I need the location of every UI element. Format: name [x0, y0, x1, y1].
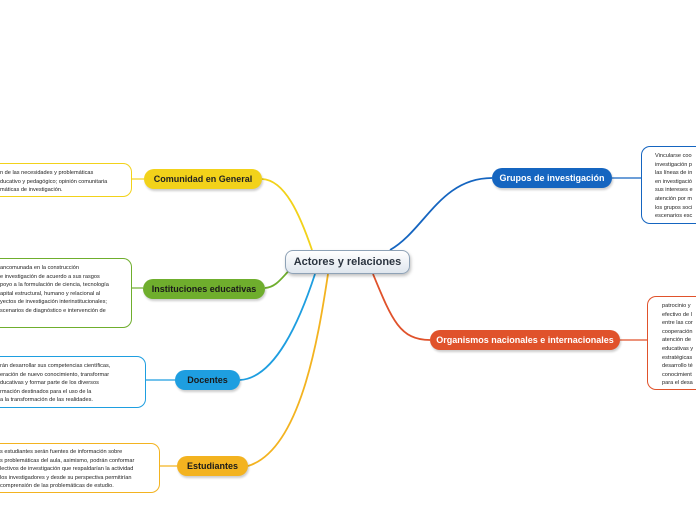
central-topic-label: Actores y relaciones [293, 256, 402, 268]
topic-estudiantes[interactable]: Estudiantes [177, 456, 248, 476]
note-grupos: Vincularse coo investigación p las línea… [641, 146, 696, 224]
branch-line-docentes [239, 273, 316, 381]
branch-line-comunidad [261, 178, 313, 251]
note-comunidad: n de las necesidades y problemáticas duc… [0, 163, 132, 197]
topic-instituciones-educativas[interactable]: Instituciones educativas [143, 279, 265, 299]
topic-label: Instituciones educativas [151, 284, 257, 294]
topic-label: Estudiantes [186, 461, 238, 471]
note-docentes: rán desarrollar sus competencias científ… [0, 356, 146, 408]
topic-label: Organismos nacionales e internacionales [436, 335, 614, 345]
branch-line-estudiantes [247, 273, 329, 467]
branch-line-grupos [389, 177, 493, 251]
topic-grupos-investigacion[interactable]: Grupos de investigación [492, 168, 612, 188]
topic-label: Docentes [187, 375, 228, 385]
note-instituciones: ancomunada en la construcción e investig… [0, 258, 132, 328]
topic-label: Comunidad en General [153, 174, 253, 184]
branch-line-organismos [372, 273, 431, 341]
topic-label: Grupos de investigación [499, 173, 605, 183]
note-organismos: patrocinio y efectivo de l entre las cor… [647, 296, 696, 390]
topic-docentes[interactable]: Docentes [175, 370, 240, 390]
topic-organismos[interactable]: Organismos nacionales e internacionales [430, 330, 620, 350]
topic-comunidad-general[interactable]: Comunidad en General [144, 169, 262, 189]
note-estudiantes: s estudiantes serán fuentes de informaci… [0, 443, 160, 493]
central-topic[interactable]: Actores y relaciones [285, 250, 410, 274]
